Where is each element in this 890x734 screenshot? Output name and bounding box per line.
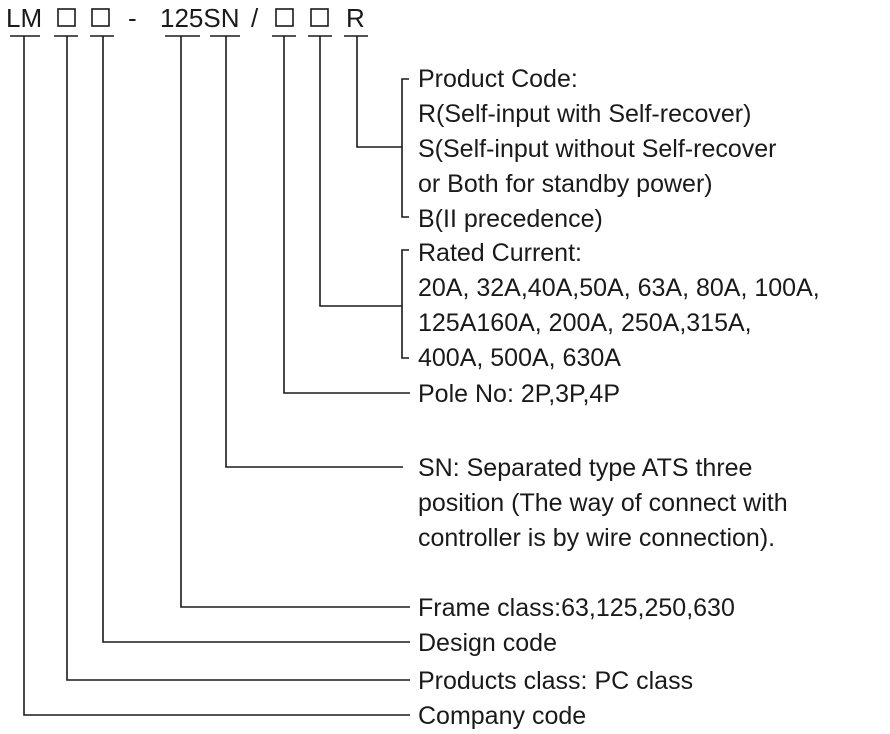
bracket-product-code <box>401 78 409 218</box>
desc-line: position (The way of connect with <box>418 489 788 517</box>
leader-frame-class <box>180 36 410 608</box>
desc-line: Company code <box>418 702 586 730</box>
leader-pole-no <box>283 36 410 394</box>
leader-company-code <box>23 36 410 716</box>
desc-sn: SN: Separated type ATS three position (T… <box>418 454 788 552</box>
desc-line: 125A160A, 200A, 250A,315A, <box>418 309 752 337</box>
desc-rated-current: Rated Current: 20A, 32A,40A,50A, 63A, 80… <box>418 239 820 372</box>
desc-line: Frame class:63,125,250,630 <box>418 594 735 622</box>
code-prefix: LM <box>6 3 42 33</box>
desc-products-class: Products class: PC class <box>418 667 693 695</box>
leader-sn <box>225 36 403 468</box>
desc-line: Rated Current: <box>418 239 582 267</box>
desc-line: Pole No: 2P,3P,4P <box>418 380 620 408</box>
desc-pole-no: Pole No: 2P,3P,4P <box>418 380 620 408</box>
desc-line: Design code <box>418 629 557 657</box>
desc-line: Products class: PC class <box>418 667 693 695</box>
desc-line: or Both for standby power) <box>418 170 713 198</box>
desc-line: R(Self-input with Self-recover) <box>418 100 751 128</box>
model-code: LM - 125SN / R <box>6 3 365 33</box>
placeholder-box-pole-no <box>275 8 294 27</box>
descriptions: Product Code: R(Self-input with Self-rec… <box>418 65 820 730</box>
leader-design-code <box>102 36 410 643</box>
leader-lines <box>23 36 410 716</box>
desc-design-code: Design code <box>418 629 557 657</box>
code-dash: - <box>128 3 137 33</box>
placeholder-box-products-class <box>57 8 76 27</box>
code-suffix: R <box>346 3 365 33</box>
desc-line: SN: Separated type ATS three <box>418 454 752 482</box>
leader-products-class <box>66 36 410 681</box>
code-slash: / <box>251 3 259 33</box>
desc-frame-class: Frame class:63,125,250,630 <box>418 594 735 622</box>
leader-product-code <box>356 36 402 148</box>
code-model: 125SN <box>160 3 240 33</box>
bracket-rated-current <box>401 249 409 359</box>
leader-rated-current <box>319 36 402 307</box>
desc-line: 400A, 500A, 630A <box>418 344 621 372</box>
desc-line: B(II precedence) <box>418 205 603 233</box>
desc-line: 20A, 32A,40A,50A, 63A, 80A, 100A, <box>418 274 820 302</box>
desc-line: controller is by wire connection). <box>418 524 775 552</box>
desc-product-code: Product Code: R(Self-input with Self-rec… <box>418 65 776 233</box>
desc-line: S(Self-input without Self-recover <box>418 135 776 163</box>
placeholder-box-rated-current <box>310 8 329 27</box>
desc-company-code: Company code <box>418 702 586 730</box>
desc-line: Product Code: <box>418 65 578 93</box>
placeholder-box-design-code <box>91 8 110 27</box>
